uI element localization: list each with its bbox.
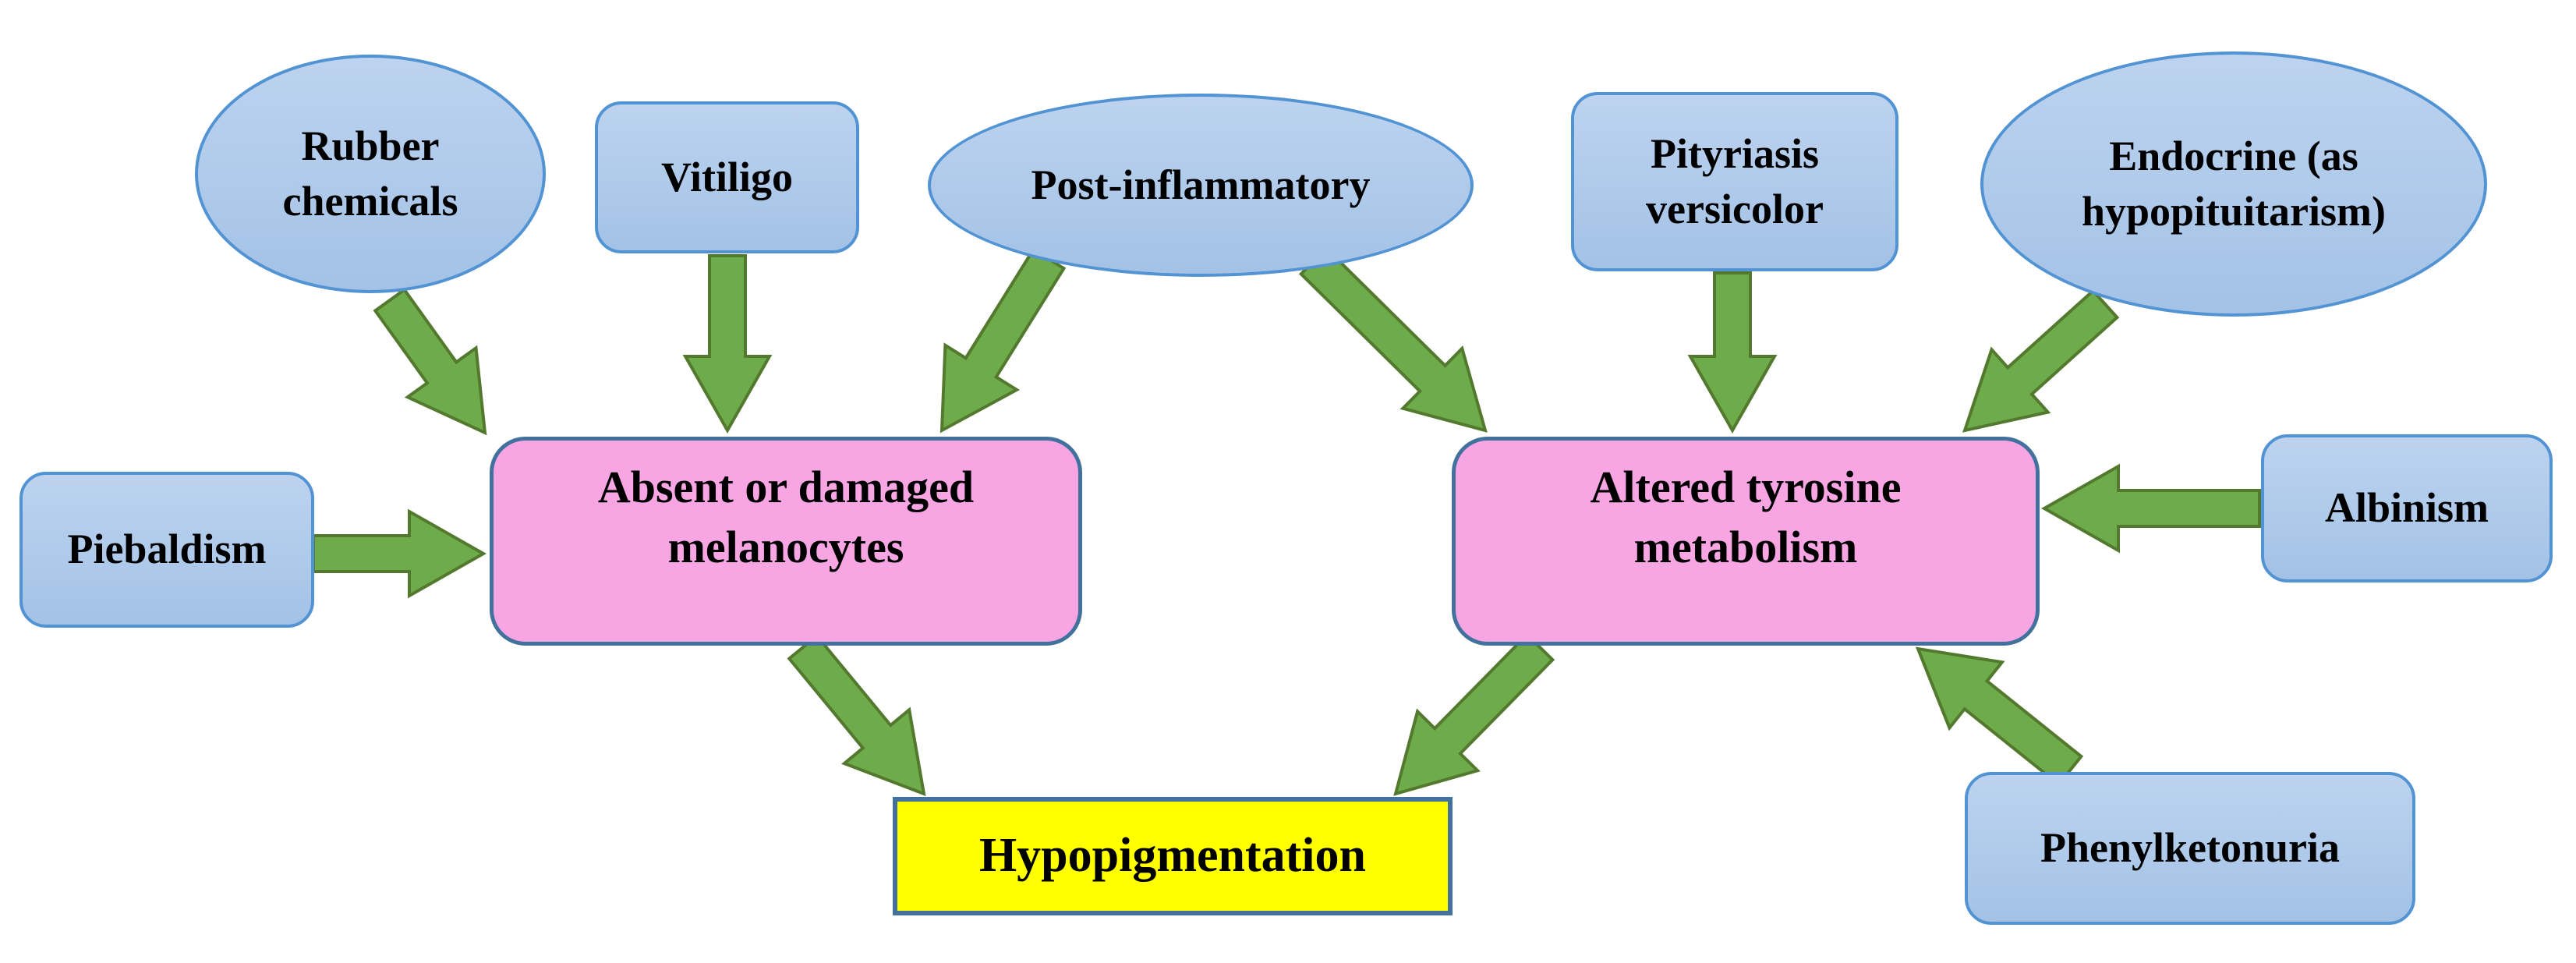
- node-vitiligo: Vitiligo: [595, 101, 859, 253]
- node-phenylketonuria: Phenylketonuria: [1965, 772, 2415, 925]
- node-rubber-chemicals: Rubber chemicals: [195, 55, 546, 293]
- arrow-piebaldism-to-absent-melanocytes: [312, 508, 487, 599]
- node-label-albinism: Albinism: [2324, 484, 2489, 532]
- node-label-endocrine: Endocrine (as hypopituitarism): [2081, 132, 2387, 235]
- node-label-hypopigmentation: Hypopigmentation: [978, 829, 1367, 883]
- node-hypopigmentation: Hypopigmentation: [893, 797, 1453, 915]
- node-label-piebaldism: Piebaldism: [67, 526, 267, 573]
- node-label-absent-melanocytes: Absent or damaged melanocytes: [597, 462, 975, 572]
- node-albinism: Albinism: [2261, 434, 2553, 582]
- node-endocrine: Endocrine (as hypopituitarism): [1980, 51, 2487, 317]
- node-piebaldism: Piebaldism: [19, 472, 314, 628]
- arrow-endocrine-to-altered-tyrosine: [1962, 289, 2120, 433]
- arrow-rubber-chemicals-to-absent-melanocytes: [373, 287, 487, 436]
- arrow-albinism-to-altered-tyrosine: [2040, 463, 2261, 554]
- node-altered-tyrosine: Altered tyrosine metabolism: [1452, 437, 2040, 646]
- node-label-altered-tyrosine: Altered tyrosine metabolism: [1590, 462, 1902, 572]
- node-label-vitiligo: Vitiligo: [660, 153, 793, 200]
- node-label-rubber-chemicals: Rubber chemicals: [282, 122, 458, 225]
- node-label-post-inflammatory: Post-inflammatory: [1031, 161, 1371, 208]
- node-pityriasis-versicolor: Pityriasis versicolor: [1571, 92, 1898, 271]
- arrow-absent-melanocytes-to-hypopigmentation: [787, 633, 926, 797]
- arrow-vitiligo-to-absent-melanocytes: [682, 254, 773, 434]
- arrow-post-inflammatory-to-altered-tyrosine: [1298, 246, 1488, 433]
- arrow-phenylketonuria-to-altered-tyrosine: [1915, 646, 2084, 787]
- arrow-altered-tyrosine-to-hypopigmentation: [1393, 632, 1555, 796]
- node-label-phenylketonuria: Phenylketonuria: [2040, 824, 2341, 872]
- arrow-pityriasis-versicolor-to-altered-tyrosine: [1687, 271, 1778, 434]
- arrow-post-inflammatory-to-absent-melanocytes: [939, 247, 1067, 434]
- node-post-inflammatory: Post-inflammatory: [928, 94, 1474, 277]
- node-absent-melanocytes: Absent or damaged melanocytes: [490, 437, 1082, 646]
- node-label-pityriasis-versicolor: Pityriasis versicolor: [1646, 129, 1824, 232]
